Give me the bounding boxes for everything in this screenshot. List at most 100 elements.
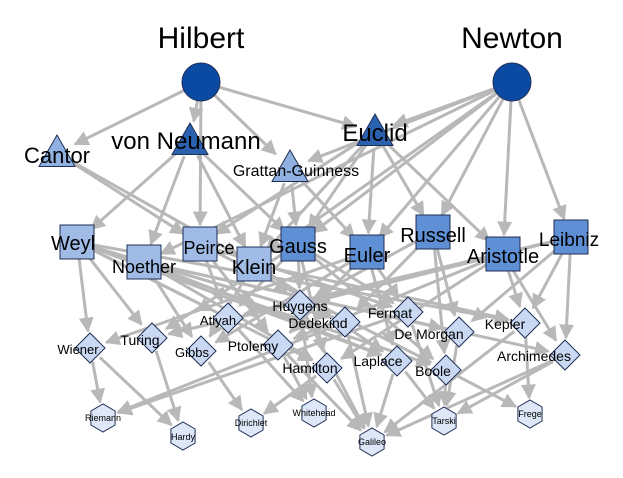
label-grattan: Grattan-Guinness [233, 163, 359, 180]
edge-russell-dedekind [355, 241, 424, 311]
label-atiyah: Atiyah [200, 313, 236, 328]
node-euler-square [349, 234, 385, 270]
node-atiyah-diamond [212, 302, 244, 334]
node-archimedes-diamond [549, 339, 581, 371]
edge-russell-boole [432, 247, 451, 355]
edge-euclid-euler [361, 148, 377, 235]
edge-euclid-russell [381, 145, 425, 217]
label-euler: Euler [344, 245, 391, 267]
edge-grattan-gauss [287, 183, 303, 227]
label-hilbert: Hilbert [158, 22, 245, 55]
edge-aristotle-ptolemy [292, 258, 490, 341]
edge-gauss-huygens [291, 259, 307, 290]
label-tarski: Tarski [432, 416, 456, 426]
node-galileo-hexagon [359, 427, 385, 457]
label-whitehead: Whitehead [292, 408, 335, 418]
edge-dedekind-galileo [346, 334, 373, 428]
node-laplace-diamond [381, 345, 413, 377]
node-russell-square [415, 214, 451, 250]
edge-hilbert-cantor [73, 88, 187, 146]
edge-turing-hardy [154, 350, 182, 423]
node-vonneumann-triangle [171, 121, 209, 155]
edge-grattan-euler [299, 178, 356, 240]
edge-weyl-wiener [77, 257, 94, 333]
edge-newton-euler [378, 94, 503, 239]
edge-hamilton-dirichlet [262, 374, 317, 415]
edge-aristotle-kepler [506, 268, 523, 309]
edge-hilbert-grattan [212, 92, 277, 156]
label-galileo: Galileo [358, 437, 386, 447]
label-noether: Noether [112, 257, 176, 277]
node-dedekind-diamond [329, 306, 361, 338]
label-hamilton: Hamilton [282, 360, 337, 376]
label-weyl: Weyl [51, 233, 95, 255]
node-hardy-hexagon [170, 421, 196, 451]
edge-peirce-ptolemy [208, 255, 269, 333]
edge-atiyah-whitehead [235, 326, 305, 403]
edge-hilbert-euclid [216, 85, 358, 130]
node-whitehead-hexagon [301, 398, 327, 428]
label-aristotle: Aristotle [467, 246, 539, 268]
node-weyl-square [59, 224, 95, 260]
edge-newton-aristotle [497, 99, 513, 237]
label-frege: Frege [518, 409, 542, 419]
edge-wiener-hardy [98, 356, 173, 427]
edge-wiener-riemann [90, 361, 106, 404]
label-turing: Turing [120, 332, 159, 348]
edge-vonneumann-noether [148, 155, 186, 246]
edge-euclid-aristotle [385, 142, 491, 242]
label-archimedes: Archimedes [497, 348, 571, 364]
label-fermat: Fermat [368, 305, 412, 321]
edge-laplace-galileo [373, 373, 395, 429]
node-hilbert-circle [181, 62, 221, 102]
label-dedekind: Dedekind [288, 315, 347, 331]
edge-huygens-whitehead [300, 318, 318, 399]
node-turing-diamond [136, 322, 168, 354]
edge-weyl-atiyah [90, 247, 215, 312]
node-wiener-diamond [74, 332, 106, 364]
edge-klein-laplace [265, 271, 385, 353]
node-noether-square [126, 244, 162, 280]
edge-leibniz-archimedes [559, 252, 575, 340]
label-kepler: Kepler [485, 316, 526, 332]
label-ptolemy: Ptolemy [228, 338, 279, 354]
node-grattan-triangle [271, 148, 309, 182]
node-riemann-hexagon [90, 403, 116, 433]
label-leibniz: Leibniz [539, 230, 599, 251]
edge-hilbert-vonneumann [188, 98, 204, 123]
node-ptolemy-diamond [262, 329, 294, 361]
node-dirichlet-hexagon [238, 408, 264, 438]
node-hamilton-diamond [311, 352, 343, 384]
node-tarski-hexagon [431, 406, 457, 436]
label-demorgan: De Morgan [394, 326, 463, 342]
edge-archimedes-galileo [385, 359, 554, 437]
node-boole-diamond [430, 354, 462, 386]
node-leibniz-square [553, 219, 589, 255]
label-wiener: Wiener [57, 342, 99, 357]
edge-archimedes-tarski [456, 360, 554, 415]
node-gauss-square [280, 226, 316, 262]
node-huygens-diamond [284, 289, 316, 321]
label-laplace: Laplace [353, 353, 402, 369]
node-gibbs-diamond [185, 335, 217, 367]
edge-newton-leibniz [516, 97, 567, 221]
node-demorgan-diamond [443, 316, 475, 348]
edge-hamilton-galileo [332, 378, 365, 430]
edge-weyl-turing [85, 253, 143, 326]
label-cantor: Cantor [24, 143, 90, 168]
node-peirce-square [182, 226, 218, 262]
node-cantor-triangle [38, 133, 76, 167]
label-gauss: Gauss [269, 236, 327, 258]
edge-noether-archimedes [158, 263, 550, 356]
edge-vonneumann-weyl [90, 150, 179, 231]
edge-leibniz-kepler [531, 249, 566, 310]
edge-newton-klein [268, 90, 499, 255]
edge-ptolemy-galileo [286, 353, 362, 432]
label-boole: Boole [415, 363, 451, 379]
node-aristotle-square [485, 236, 521, 272]
edge-vonneumann-klein [196, 154, 247, 249]
node-newton-circle [492, 62, 532, 102]
label-gibbs: Gibbs [175, 345, 209, 360]
